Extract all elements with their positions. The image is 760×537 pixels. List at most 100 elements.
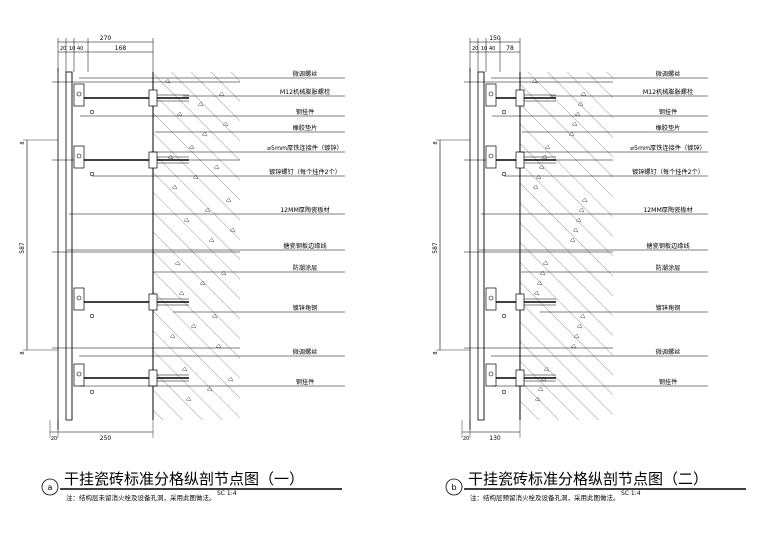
callout-label: 12MM厚陶瓷板材 [643,206,693,214]
aggregate-mark [537,386,544,392]
aggregate-mark [181,366,188,372]
callout-label: 微调螺丝 [293,70,318,78]
callout-label: ⌀5mm厚铁连接件（镀锌） [630,144,705,152]
dimension-bottom-total: 250 [100,435,112,442]
steel-hanger [485,287,497,311]
aggregate-mark [542,260,549,266]
detail-marker-letter: a [48,483,53,492]
callout-label: 钢挂件 [659,108,678,116]
callout-label: 微调螺丝 [656,70,681,78]
steel-hanger [485,83,497,107]
aggregate-mark [185,396,192,402]
dimension-top-part: 10 [69,46,75,52]
structural-wall [520,72,613,420]
aggregate-mark [570,343,577,349]
callout-label: M12机械膨胀螺栓 [643,88,693,96]
callout-label: 防潮涂层 [293,264,318,272]
aggregate-mark [538,164,545,170]
aggregate-mark [169,333,176,339]
aggregate-mark [164,78,171,84]
aggregate-mark [208,237,215,243]
detail-scale: SC 1:4 [621,490,641,497]
detail-note: 注：结构层未留消火栓及设备孔洞，采用此图做法。 [66,493,216,502]
callout-label: M12机械膨胀螺栓 [280,88,330,96]
steel-hanger [73,145,85,169]
steel-connector [515,89,525,107]
aggregate-mark [544,144,551,150]
aggregate-mark [568,131,575,137]
steel-connector [515,151,525,169]
aggregate-mark [190,323,197,329]
galvanized-screw [501,389,507,395]
adjusting-screw [76,153,82,159]
dimension-top-part: 78 [506,45,514,52]
aggregate-mark [192,174,199,180]
dimension-bottom-part: 20 [463,436,469,442]
dimension-top-part: 20 [60,46,66,52]
callout-label: 防潮涂层 [656,264,681,272]
galvanized-screw [501,171,507,177]
detail-marker-letter: b [451,483,456,492]
callout-label: 镀锌角钢 [656,304,681,312]
galvanized-screw [501,313,507,319]
aggregate-mark [543,366,550,372]
dimension-left-part: 8 [20,351,26,354]
detail-note: 注：结构层预留消火栓及设备孔洞，采用此图做法。 [470,493,620,502]
dimension-top-part: 40 [77,46,83,52]
aggregate-mark [572,227,579,233]
aggregate-mark [176,111,183,117]
dimension-left-part: 8 [433,351,439,354]
aggregate-mark [536,280,543,286]
dimension-top-part: 40 [489,46,495,52]
steel-hanger [73,287,85,311]
steel-hanger [485,145,497,169]
dimension-top-total: 270 [100,35,112,42]
callout-label: 钢挂件 [296,108,315,116]
aggregate-mark [581,197,588,203]
aggregate-mark [580,91,587,97]
callout-label: 微调螺丝 [293,348,318,356]
adjusting-screw [488,371,494,377]
steel-connector [148,89,158,107]
callout-label: 钢挂件 [296,378,315,386]
aggregate-mark [533,290,540,296]
steel-connector [148,151,158,169]
callout-label: 橡胶垫片 [293,124,318,132]
aggregate-mark [576,323,583,329]
aggregate-mark [569,237,576,243]
structural-wall [153,72,240,420]
aggregate-mark [227,376,234,382]
aggregate-mark [577,101,584,107]
aggregate-mark [575,217,582,223]
aggregate-mark [220,270,227,276]
callout-label: ⌀5mm厚铁连接件（镀锌） [267,144,342,152]
callout-label: 12MM厚陶瓷板材 [280,206,330,214]
aggregate-mark [178,290,185,296]
aggregate-mark [201,131,208,137]
callout-label: 镀锌螺钉（每个挂件2个） [269,168,341,176]
detail-title: 干挂瓷砖标准分格纵剖节点图（二） [468,470,708,488]
adjusting-screw [488,153,494,159]
aggregate-mark [204,207,211,213]
aggregate-mark [573,333,580,339]
callout-label: 搪瓷钢板边缘线 [646,242,689,250]
aggregate-mark [197,101,204,107]
galvanized-screw [89,313,95,319]
aggregate-mark [532,184,539,190]
aggregate-mark [229,227,236,233]
detail-scale: SC 1:4 [217,490,237,497]
ceramic-panel [65,71,73,421]
ceramic-panel [477,71,485,421]
steel-connector [148,293,158,311]
aggregate-mark [534,396,541,402]
steel-hanger [485,363,497,387]
adjusting-screw [76,295,82,301]
dimension-bottom-part: 20 [51,436,57,442]
aggregate-mark [188,144,195,150]
aggregate-mark [225,197,232,203]
aggregate-mark [571,121,578,127]
dimension-top-part: 20 [472,46,478,52]
